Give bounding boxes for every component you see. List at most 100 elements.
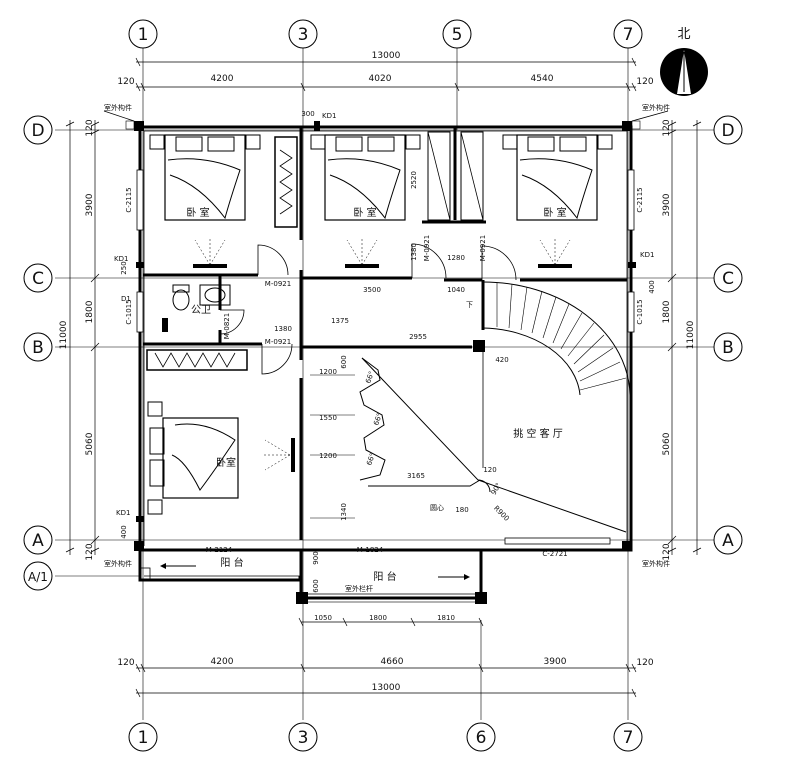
axis-bubble-right-D: D — [713, 115, 743, 145]
svg-text:C-2115: C-2115 — [636, 187, 644, 212]
wardrobes — [146, 131, 484, 371]
spiral-staircase: 下 — [466, 281, 631, 396]
svg-text:1380: 1380 — [410, 243, 418, 261]
svg-text:5060: 5060 — [662, 432, 672, 455]
svg-text:KD1: KD1 — [322, 112, 336, 120]
svg-text:120: 120 — [85, 543, 95, 560]
toilet-fixtures: 公卫 D1 — [121, 284, 231, 332]
svg-text:1280: 1280 — [447, 254, 465, 262]
exterior-walls — [138, 125, 633, 552]
svg-text:2955: 2955 — [409, 333, 427, 341]
left-dimensions: 120 3900 1800 5060 120 11000 — [59, 119, 100, 561]
svg-text:1810: 1810 — [437, 614, 455, 622]
svg-text:1800: 1800 — [369, 614, 387, 622]
svg-text:120: 120 — [662, 119, 672, 136]
bed-4: 卧室 — [147, 401, 239, 515]
svg-text:KD1: KD1 — [114, 255, 128, 263]
svg-text:室外构件: 室外构件 — [642, 103, 670, 112]
svg-text:120: 120 — [636, 658, 653, 668]
svg-text:66°: 66° — [365, 452, 377, 466]
bed-3: 卧 室 — [502, 134, 613, 221]
svg-text:120: 120 — [85, 119, 95, 136]
svg-text:600: 600 — [312, 579, 320, 592]
north-arrow: 北 — [660, 27, 708, 96]
axis-bubble-bottom-6: 6 — [466, 722, 496, 752]
svg-text:室外栏杆: 室外栏杆 — [345, 584, 373, 593]
svg-text:M-0921: M-0921 — [265, 280, 291, 288]
svg-text:C-2721: C-2721 — [542, 550, 567, 558]
living-geometry: 挑 空 客 厅 圆心 — [310, 347, 627, 533]
axis-bubble-top-3: 3 — [288, 19, 318, 49]
svg-text:北: 北 — [677, 27, 690, 42]
interior-walls — [143, 127, 627, 540]
svg-text:1040: 1040 — [447, 286, 465, 294]
svg-text:C: C — [32, 269, 44, 289]
svg-text:120: 120 — [117, 77, 134, 87]
svg-text:C: C — [722, 269, 734, 289]
svg-text:D1: D1 — [121, 295, 131, 303]
svg-text:300: 300 — [301, 110, 314, 118]
kd1-markers: KD1 KD1 KD1 KD1 — [114, 112, 654, 522]
svg-text:3900: 3900 — [662, 193, 672, 216]
axis-bubble-right-C: C — [713, 263, 743, 293]
svg-text:A: A — [32, 531, 44, 551]
axis-bubble-top-7: 7 — [613, 19, 643, 49]
svg-text:R900: R900 — [492, 504, 511, 523]
svg-text:120: 120 — [662, 543, 672, 560]
svg-text:KD1: KD1 — [116, 509, 130, 517]
axis-bubble-bottom-7: 7 — [613, 722, 643, 752]
ceiling-lights — [193, 238, 572, 472]
bed-2: 卧 室 — [310, 134, 421, 221]
svg-text:室外构件: 室外构件 — [642, 559, 670, 568]
svg-text:圆心: 圆心 — [430, 504, 444, 512]
svg-text:66°: 66° — [372, 412, 384, 426]
svg-text:4020: 4020 — [369, 74, 392, 84]
svg-text:13000: 13000 — [372, 683, 401, 693]
svg-text:180: 180 — [455, 506, 468, 514]
svg-text:M-1824: M-1824 — [357, 546, 384, 554]
svg-text:B: B — [722, 338, 734, 358]
svg-text:3165: 3165 — [407, 472, 425, 480]
svg-text:4200: 4200 — [211, 657, 234, 667]
svg-text:4660: 4660 — [381, 657, 404, 667]
svg-text:120: 120 — [636, 77, 653, 87]
svg-text:3: 3 — [298, 25, 309, 45]
bed-1: 卧 室 — [149, 134, 261, 221]
svg-text:7: 7 — [623, 728, 634, 748]
svg-text:M-2124: M-2124 — [206, 546, 233, 554]
svg-text:13000: 13000 — [372, 51, 401, 61]
svg-text:6: 6 — [476, 728, 487, 748]
svg-text:120: 120 — [483, 466, 496, 474]
svg-text:卧 室: 卧 室 — [353, 206, 376, 219]
svg-text:B: B — [32, 338, 44, 358]
axis-bubble-left-A: A — [23, 525, 53, 555]
svg-text:250: 250 — [120, 261, 128, 274]
svg-text:1800: 1800 — [662, 300, 672, 323]
axis-bubble-bottom-1: 1 — [128, 722, 158, 752]
svg-text:1340: 1340 — [340, 503, 348, 521]
svg-text:D: D — [721, 121, 734, 141]
svg-text:公卫: 公卫 — [191, 305, 211, 316]
svg-text:下: 下 — [466, 301, 473, 309]
top-dimensions: 13000 120 4200 4020 4540 120 — [117, 51, 654, 92]
outdoor-labels: 室外构件 室外构件 室外构件 室外构件 — [103, 103, 670, 568]
right-dimensions: 120 3900 1800 5060 120 11000 — [662, 119, 702, 561]
svg-text:C-2115: C-2115 — [125, 187, 133, 212]
svg-text:7: 7 — [623, 25, 634, 45]
svg-text:A/1: A/1 — [28, 570, 48, 584]
svg-text:A: A — [722, 531, 734, 551]
svg-text:阳 台: 阳 台 — [373, 570, 396, 583]
svg-text:卧室: 卧室 — [216, 456, 236, 469]
axis-bubble-left-A1: A/1 — [23, 561, 53, 591]
bottom-dimensions: 120 4200 4660 3900 120 13000 — [117, 657, 654, 698]
svg-text:400: 400 — [648, 280, 656, 293]
doors: M-0921 M-0921 M-2124 M-1824 M-0821 M-092… — [206, 235, 517, 554]
svg-text:1375: 1375 — [331, 317, 349, 325]
svg-text:66°: 66° — [364, 370, 376, 384]
svg-text:M-0921: M-0921 — [265, 338, 291, 346]
svg-text:3500: 3500 — [363, 286, 381, 294]
svg-text:1200: 1200 — [319, 452, 337, 460]
svg-text:3900: 3900 — [85, 193, 95, 216]
svg-text:1: 1 — [138, 728, 149, 748]
svg-text:3900: 3900 — [544, 657, 567, 667]
